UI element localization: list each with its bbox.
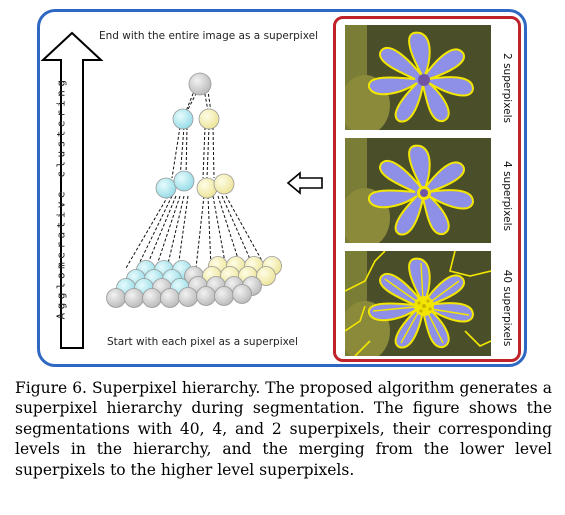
hierarchy-level-pixels bbox=[106, 256, 282, 308]
segmentation-image-4 bbox=[345, 138, 491, 243]
hierarchy-edges bbox=[125, 83, 267, 269]
segmentation-label-2: 2 superpixels bbox=[501, 53, 513, 123]
segmentation-image-40 bbox=[345, 251, 491, 356]
figure-caption: Figure 6. Superpixel hierarchy. The prop… bbox=[15, 379, 552, 479]
hierarchy-node-root bbox=[188, 72, 212, 96]
bottom-label: Start with each pixel as a superpixel bbox=[107, 336, 298, 348]
left-arrow-icon bbox=[286, 171, 323, 195]
up-arrow-icon bbox=[40, 31, 104, 349]
segmentation-image-2 bbox=[345, 25, 491, 130]
hierarchy-level-3 bbox=[155, 170, 235, 199]
hierarchy-level-2 bbox=[172, 108, 220, 130]
segmentation-label-4: 4 superpixels bbox=[501, 161, 513, 231]
segmentation-label-40: 40 superpixels bbox=[501, 269, 513, 347]
agglomerative-clustering-label: Agglomerative clustering bbox=[54, 76, 68, 320]
top-label: End with the entire image as a superpixe… bbox=[99, 30, 318, 42]
